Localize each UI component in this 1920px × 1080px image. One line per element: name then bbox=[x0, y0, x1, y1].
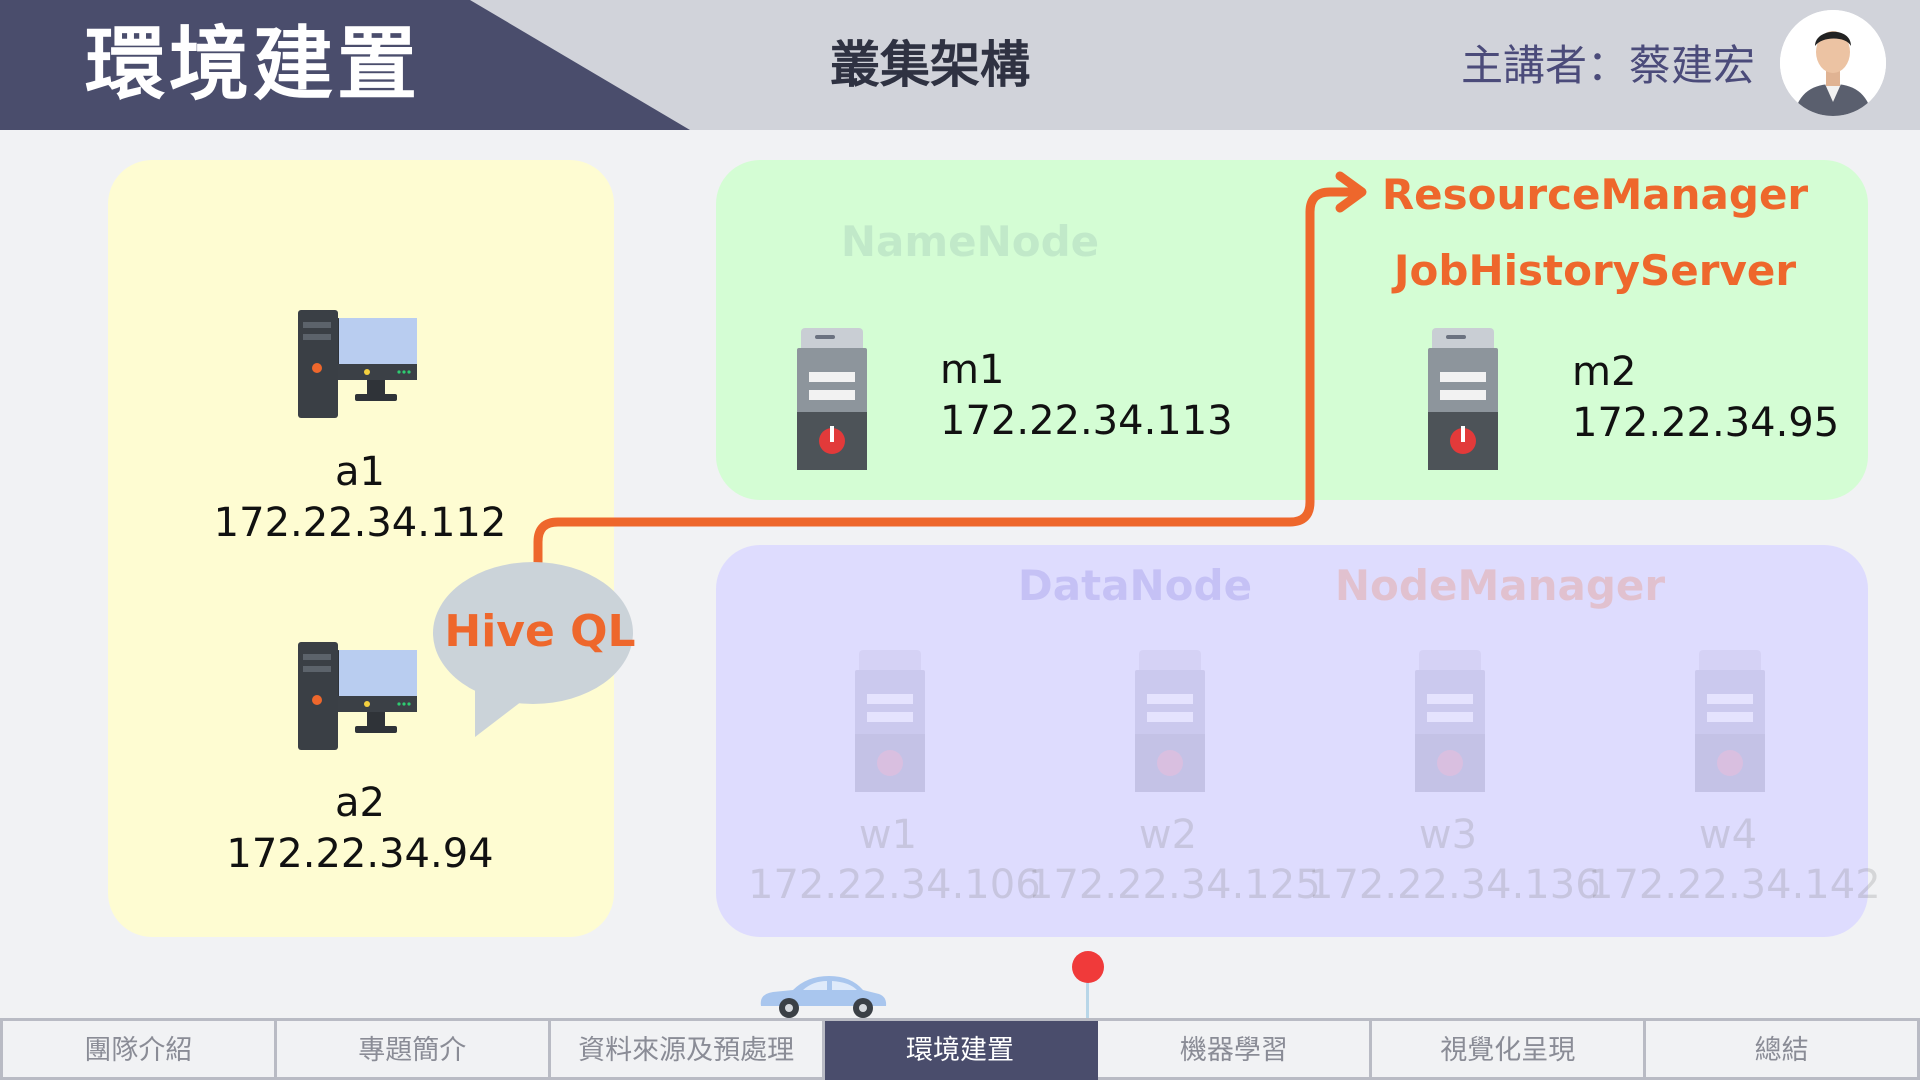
nav-item-team[interactable]: 團隊介紹 bbox=[0, 1021, 277, 1080]
worker-w1-icon bbox=[855, 650, 925, 796]
nav-item-summary[interactable]: 總結 bbox=[1646, 1021, 1920, 1080]
server-tower-icon bbox=[1428, 328, 1498, 470]
server-tower-icon bbox=[1135, 650, 1205, 792]
nav-item-data-source[interactable]: 資料來源及預處理 bbox=[550, 1021, 825, 1080]
server-tower-icon bbox=[797, 328, 867, 470]
worker-w4-icon bbox=[1695, 650, 1765, 796]
speech-bubble bbox=[433, 562, 633, 737]
worker-w1-ip: 172.22.34.106 bbox=[748, 862, 1041, 908]
worker-w2-name: w2 bbox=[1138, 812, 1198, 858]
master-m1-ip: 172.22.34.113 bbox=[940, 398, 1233, 444]
worker-w3-ip: 172.22.34.136 bbox=[1308, 862, 1601, 908]
location-pin-icon bbox=[1072, 951, 1104, 1020]
client-a1-name: a1 bbox=[335, 449, 385, 495]
client-panel bbox=[108, 160, 614, 937]
nav-item-environment[interactable]: 環境建置 bbox=[824, 1021, 1099, 1080]
worker-w3-name: w3 bbox=[1418, 812, 1478, 858]
server-tower-icon bbox=[855, 650, 925, 792]
nav-item-project-intro[interactable]: 專題簡介 bbox=[276, 1021, 551, 1080]
desktop-computer-icon bbox=[298, 310, 417, 418]
server-tower-icon bbox=[1415, 650, 1485, 792]
section-nav: 團隊介紹 專題簡介 資料來源及預處理 環境建置 機器學習 視覺化呈現 總結 bbox=[0, 1018, 1920, 1080]
worker-w4-ip: 172.22.34.142 bbox=[1588, 862, 1881, 908]
master-m2-ip: 172.22.34.95 bbox=[1572, 400, 1840, 446]
client-a1-ip: 172.22.34.112 bbox=[213, 500, 507, 546]
worker-w2-icon bbox=[1135, 650, 1205, 796]
master-m2-name: m2 bbox=[1572, 349, 1637, 395]
master-m1-name: m1 bbox=[940, 347, 1005, 393]
client-a2-name: a2 bbox=[335, 780, 385, 826]
master-panel bbox=[716, 160, 1868, 500]
worker-w1-name: w1 bbox=[858, 812, 918, 858]
server-tower-icon bbox=[1695, 650, 1765, 792]
hive-ql-label: Hive QL bbox=[444, 606, 636, 657]
jobhistoryserver-label: JobHistoryServer bbox=[1393, 246, 1797, 295]
worker-w3-icon bbox=[1415, 650, 1485, 796]
client-a2-ip: 172.22.34.94 bbox=[226, 831, 494, 877]
desktop-computer-icon bbox=[298, 642, 417, 750]
worker-w4-name: w4 bbox=[1698, 812, 1758, 858]
car-icon bbox=[760, 976, 887, 1018]
slide-subtitle: 叢集架構 bbox=[830, 36, 1030, 94]
datanode-label: DataNode bbox=[1017, 561, 1253, 610]
nodemanager-label: NodeManager bbox=[1334, 561, 1666, 610]
nav-item-visualization[interactable]: 視覺化呈現 bbox=[1372, 1021, 1647, 1080]
nav-item-machine-learning[interactable]: 機器學習 bbox=[1098, 1021, 1373, 1080]
namenode-label: NameNode bbox=[840, 217, 1100, 266]
title-banner bbox=[0, 0, 690, 130]
section-title: 環境建置 bbox=[85, 18, 421, 111]
worker-w2-ip: 172.22.34.125 bbox=[1028, 862, 1321, 908]
resourcemanager-label: ResourceManager bbox=[1381, 170, 1809, 219]
worker-panel bbox=[716, 545, 1868, 937]
speaker-label: 主講者：蔡建宏 bbox=[1460, 41, 1755, 90]
speaker-avatar bbox=[1780, 10, 1886, 116]
